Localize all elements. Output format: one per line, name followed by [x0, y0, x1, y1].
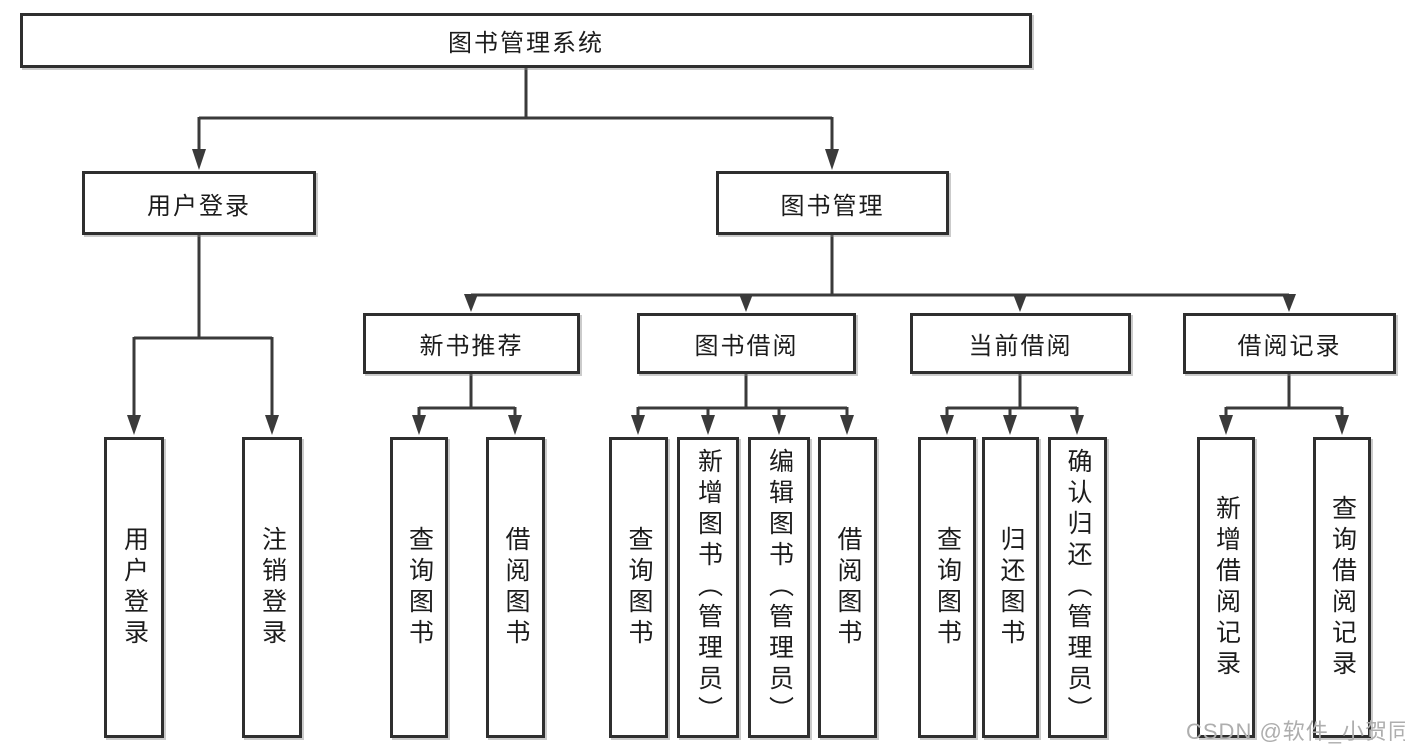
arrow-icon [464, 294, 478, 312]
connector-borrow-records [1224, 374, 1344, 419]
leaf-query-borrow-record: 查询借阅记录 [1313, 437, 1371, 738]
arrow-icon [840, 415, 854, 435]
arrow-icon [701, 415, 715, 435]
connector-book-borrow [636, 374, 849, 419]
node-book-borrowing: 图书借阅 [637, 313, 856, 374]
connector-book-mgmt [469, 235, 1291, 299]
arrow-icon [940, 415, 954, 435]
leaf-label: 借阅图书 [834, 525, 862, 650]
arrowheads [127, 149, 1349, 435]
leaf-label: 新增借阅记录 [1212, 494, 1241, 681]
leaf-query-books-recommend: 查询图书 [390, 437, 448, 738]
arrow-icon [772, 415, 786, 435]
connector-root [197, 68, 834, 152]
connector-new-books [417, 374, 517, 419]
leaf-label: 确认归还（管理员） [1064, 448, 1092, 727]
arrow-icon [825, 149, 839, 170]
arrow-icon [631, 415, 645, 435]
leaf-label: 注销登录 [258, 525, 287, 650]
leaf-edit-books-admin: 编辑图书（管理员） [748, 437, 810, 738]
leaf-label: 查询借阅记录 [1328, 494, 1357, 681]
leaf-label: 归还图书 [997, 525, 1025, 650]
node-book-management: 图书管理 [716, 171, 949, 235]
node-current-borrowing: 当前借阅 [910, 313, 1131, 374]
leaf-label: 查询图书 [625, 525, 653, 650]
leaf-add-borrow-record: 新增借阅记录 [1197, 437, 1255, 738]
leaf-add-books-admin: 新增图书（管理员） [677, 437, 739, 738]
arrow-icon [508, 415, 522, 435]
connector-current-borrow [945, 374, 1079, 419]
leaf-label: 查询图书 [405, 525, 434, 650]
arrow-icon [412, 415, 426, 435]
arrow-icon [127, 415, 141, 435]
node-borrowing-records: 借阅记录 [1183, 313, 1396, 374]
arrow-icon [1003, 415, 1017, 435]
leaf-return-books: 归还图书 [982, 437, 1039, 738]
leaf-query-books-current: 查询图书 [918, 437, 976, 738]
leaf-query-books-borrow: 查询图书 [609, 437, 668, 738]
node-new-book-recommend: 新书推荐 [363, 313, 580, 374]
csdn-watermark: CSDN @软件_小贺同学 [1186, 719, 1405, 744]
leaf-label: 查询图书 [933, 525, 962, 650]
leaf-borrow-books-recommend: 借阅图书 [486, 437, 545, 738]
leaf-confirm-return-admin: 确认归还（管理员） [1048, 437, 1107, 738]
node-user-login: 用户登录 [82, 171, 316, 235]
leaf-user-login: 用户登录 [104, 437, 164, 738]
leaf-label: 用户登录 [120, 525, 149, 650]
leaf-label: 编辑图书（管理员） [765, 448, 794, 727]
arrow-icon [739, 294, 753, 312]
leaf-logout: 注销登录 [242, 437, 302, 738]
node-library-system: 图书管理系统 [20, 13, 1032, 68]
arrow-icon [1335, 415, 1349, 435]
connector-user-login [132, 235, 274, 420]
arrow-icon [1282, 294, 1296, 312]
arrow-icon [1070, 415, 1084, 435]
arrow-icon [1013, 294, 1027, 312]
arrow-icon [265, 415, 279, 435]
leaf-label: 借阅图书 [502, 525, 530, 650]
leaf-borrow-books: 借阅图书 [818, 437, 877, 738]
leaf-label: 新增图书（管理员） [694, 448, 723, 727]
arrow-icon [1219, 415, 1233, 435]
arrow-icon [192, 149, 206, 170]
